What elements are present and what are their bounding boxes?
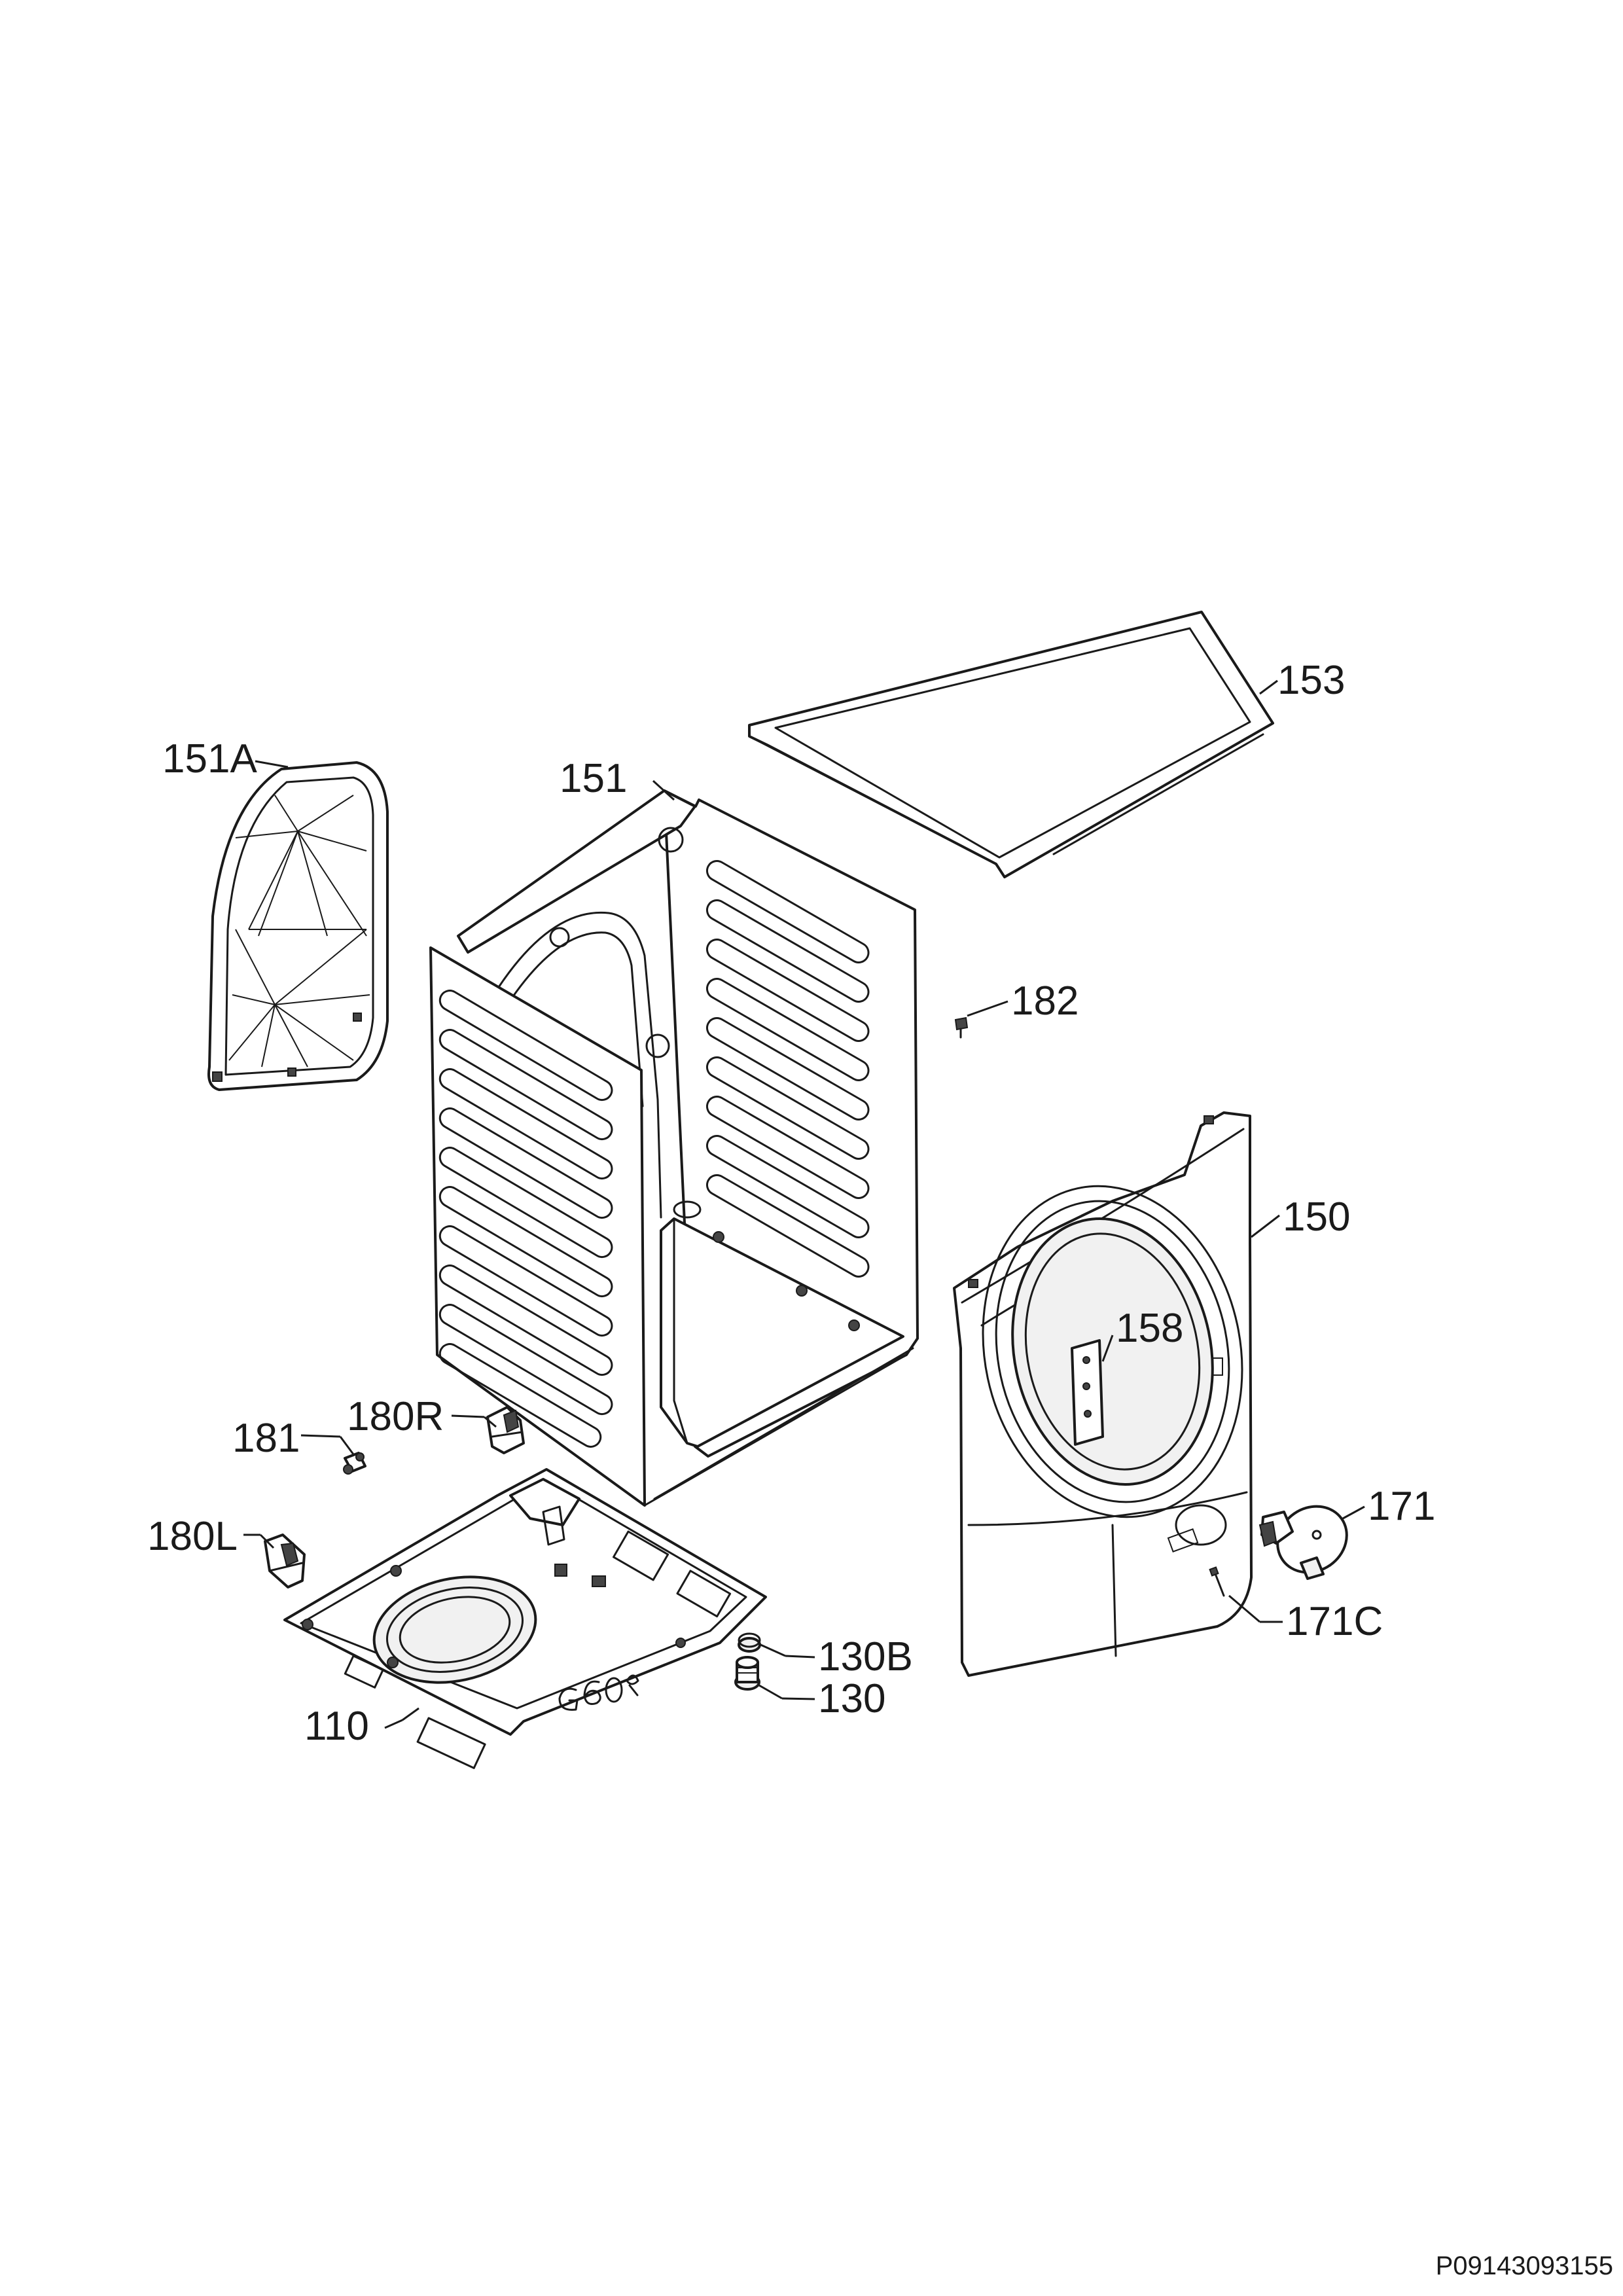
callout-180R-label: 180R	[347, 1394, 444, 1439]
callout-151A-label: 151A	[162, 736, 257, 781]
callout-130B-label: 130B	[818, 1634, 913, 1679]
callout-158: 158	[1101, 1306, 1183, 1362]
callout-110-label: 110	[304, 1704, 369, 1749]
part-151A-rear-panel[interactable]	[207, 761, 389, 1091]
callout-180L-label: 180L	[147, 1514, 238, 1559]
part-130-adjustable-foot[interactable]	[734, 1656, 760, 1691]
callout-151-label: 151	[560, 756, 627, 801]
callout-180L: 180L	[147, 1514, 275, 1559]
part-158-hinge-bracket[interactable]	[1071, 1339, 1104, 1446]
part-171-door-lock[interactable]	[1258, 1493, 1360, 1586]
callout-158-label: 158	[1116, 1306, 1183, 1351]
part-180L-bracket[interactable]	[264, 1534, 306, 1588]
document-id: P09143093155	[1436, 2251, 1613, 2280]
callout-150: 150	[1251, 1194, 1350, 1240]
callout-153-label: 153	[1277, 658, 1345, 703]
part-130B-foot-cap[interactable]	[738, 1632, 761, 1653]
part-182-screw[interactable]	[954, 1016, 969, 1039]
callout-130-label: 130	[818, 1676, 885, 1721]
callout-171: 171	[1342, 1484, 1435, 1529]
part-171C-lock-pin[interactable]	[1209, 1566, 1225, 1597]
callout-110: 110	[304, 1704, 419, 1749]
callout-150-label: 150	[1283, 1194, 1350, 1240]
callout-182: 182	[967, 978, 1079, 1024]
part-180R-bracket[interactable]	[486, 1406, 525, 1454]
part-181-clip[interactable]	[343, 1452, 366, 1475]
callout-180R: 180R	[347, 1394, 497, 1439]
callout-181: 181	[232, 1416, 355, 1461]
callout-153: 153	[1259, 658, 1345, 703]
callout-171C-label: 171C	[1286, 1599, 1383, 1644]
part-153-top-cover[interactable]	[748, 611, 1274, 878]
callout-171-label: 171	[1368, 1484, 1435, 1529]
part-151-cabinet[interactable]	[429, 789, 919, 1507]
callout-151A: 151A	[162, 736, 289, 781]
callout-171C: 171C	[1228, 1594, 1383, 1644]
part-110-base-tray[interactable]	[283, 1468, 767, 1769]
callout-181-label: 181	[232, 1416, 300, 1461]
callout-151: 151	[560, 756, 675, 801]
callout-130B: 130B	[758, 1634, 913, 1679]
part-150-front-panel[interactable]	[953, 1111, 1272, 1677]
callout-182-label: 182	[1011, 978, 1079, 1024]
callout-130: 130	[758, 1676, 885, 1721]
